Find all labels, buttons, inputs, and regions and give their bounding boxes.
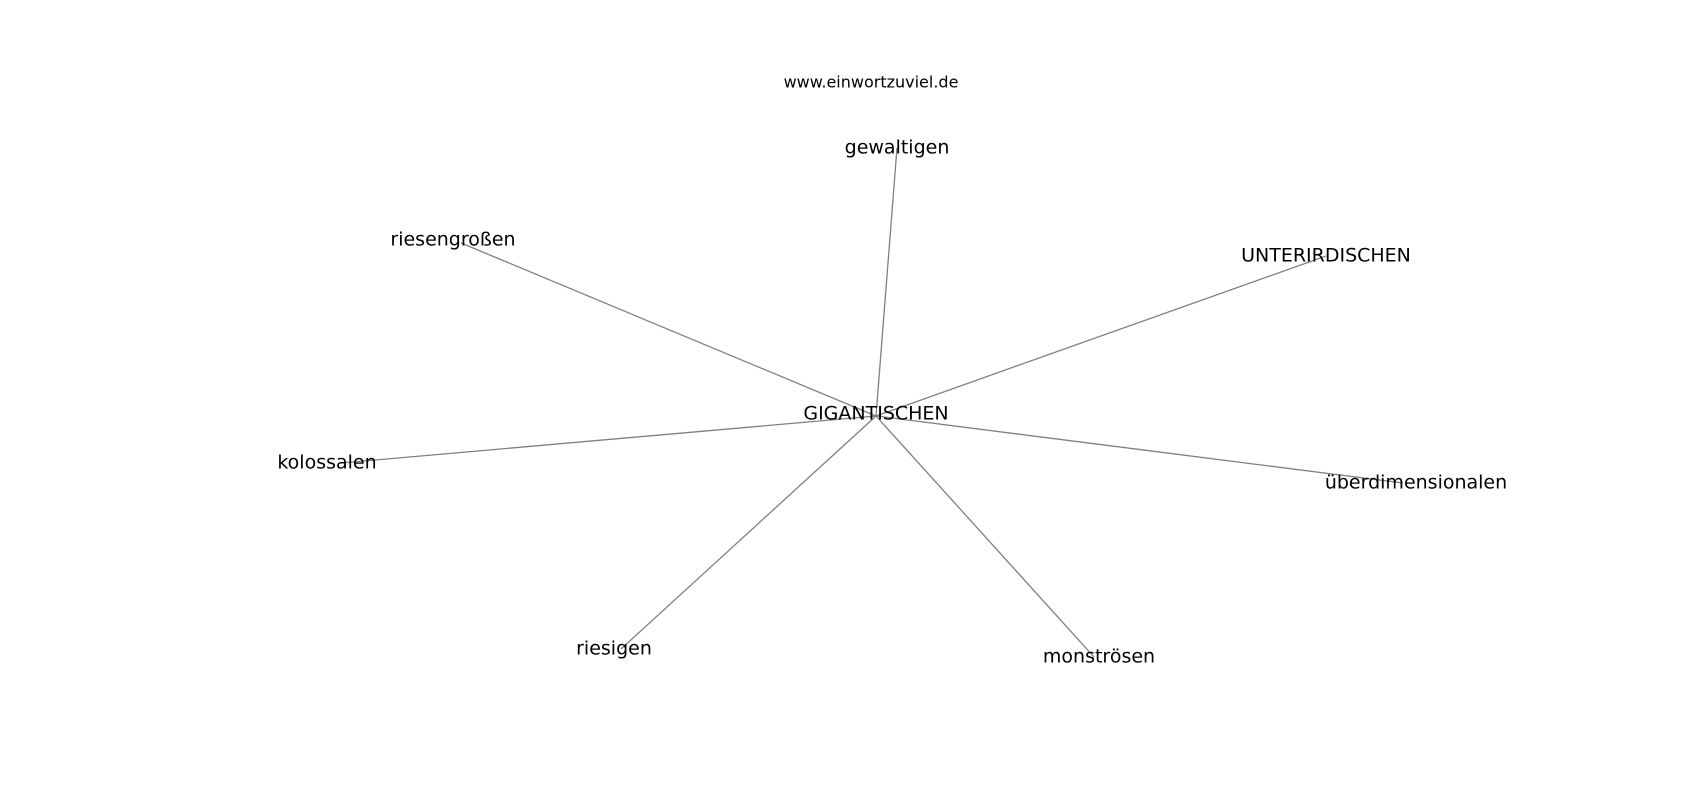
center-node-label: GIGANTISCHEN	[803, 402, 949, 425]
neighbor-node-label: riesigen	[576, 637, 652, 660]
edge-line	[875, 415, 1404, 484]
edge-line	[620, 415, 877, 650]
edge-line	[875, 415, 1095, 658]
neighbor-node-label: überdimensionalen	[1324, 471, 1508, 494]
edge-line	[340, 415, 877, 464]
edge-line	[875, 255, 1327, 417]
neighbor-node-label: monströsen	[1042, 645, 1156, 668]
neighbor-node-label: gewaltigen	[844, 136, 950, 159]
neighbor-node-label: riesengroßen	[390, 228, 516, 251]
neighbor-node-label: kolossalen	[277, 451, 377, 474]
site-url: www.einwortzuviel.de	[783, 72, 959, 92]
neighbor-node-label: UNTERIRDISCHEN	[1241, 244, 1411, 267]
edge-line	[460, 242, 877, 417]
edge-line	[875, 147, 898, 417]
